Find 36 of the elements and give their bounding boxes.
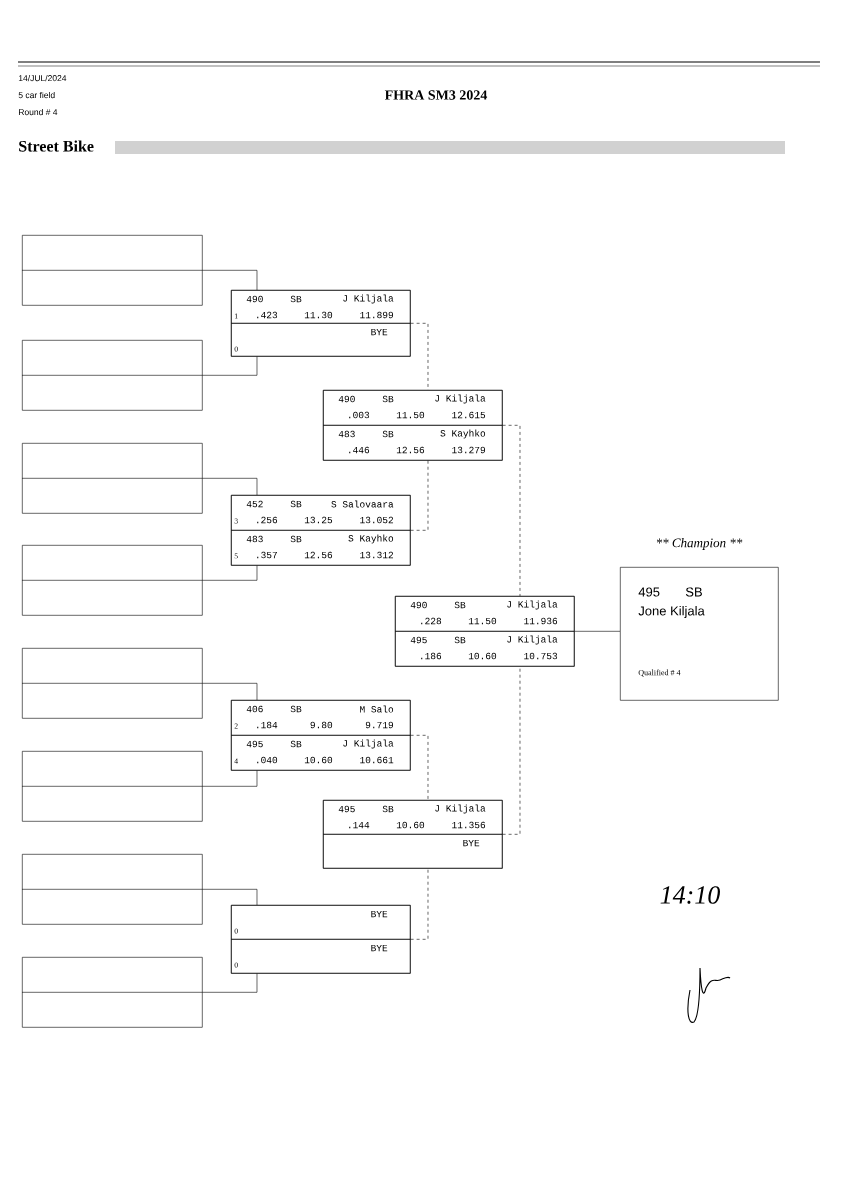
bracket-line (502, 666, 521, 835)
field-size-text: 5 car field (18, 91, 55, 99)
bracket-line (202, 478, 258, 496)
bracket-line (202, 565, 258, 581)
entry-box (21, 648, 203, 719)
racer-lane: 495 SB J Kiljala .144 10.60 11.356 (323, 800, 503, 835)
bracket-line (502, 425, 521, 597)
bracket-line (202, 270, 258, 291)
entry-box (21, 443, 203, 514)
champion-box: ** Champion ** 495 SB Jone Kiljala Qualified # 4 (620, 538, 779, 701)
bracket-line (410, 868, 429, 940)
entry-box (21, 854, 203, 925)
node-label: ** Champion ** (656, 538, 743, 550)
bracket-line (410, 735, 429, 801)
racer-lane: 495 SB J Kiljala .186 10.60 10.753 (395, 631, 575, 667)
racer-lane: 483 SB S Kayhko .446 12.56 13.279 (323, 425, 503, 461)
entry-box (21, 751, 203, 822)
date-text: 14/JUL/2024 (18, 74, 67, 82)
entry-box (21, 957, 203, 1028)
bracket-line (410, 460, 429, 531)
entry-box (21, 545, 203, 616)
class-heading: Street Bike (19, 140, 94, 152)
bracket-line (202, 973, 258, 993)
racer-lane: 490 SB J Kiljala .228 11.50 11.936 (395, 596, 575, 632)
racer-lane: 490 SB J Kiljala .003 11.50 12.615 (323, 390, 503, 426)
bracket-line (574, 631, 621, 632)
entry-box (21, 340, 203, 411)
bracket-line (202, 889, 258, 906)
handwritten-time: 14:10 (660, 886, 720, 904)
bracket-line (202, 770, 258, 787)
bracket-line (202, 356, 258, 376)
racer-lane: BYE (323, 834, 503, 869)
entry-box (21, 235, 203, 306)
title: FHRA SM3 2024 (384, 90, 488, 100)
bracket-line (202, 683, 258, 701)
round-text: Round # 4 (19, 108, 58, 116)
